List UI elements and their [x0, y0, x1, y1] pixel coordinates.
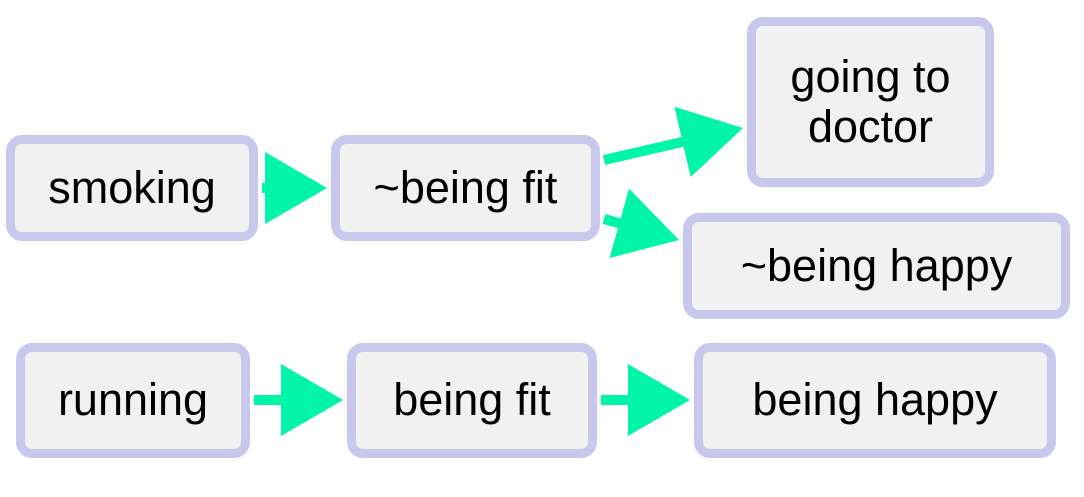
edge-running-to-being-fit [254, 364, 343, 436]
edge-shaft [602, 136, 688, 165]
node-label: ~being happy [740, 239, 1013, 291]
node-being-happy[interactable]: being happy [694, 343, 1056, 458]
node-being-fit[interactable]: being fit [347, 343, 597, 458]
node-smoking[interactable]: smoking [6, 135, 258, 241]
edge-being-fit-to-being-happy [601, 364, 690, 436]
node-running[interactable]: running [16, 343, 250, 458]
node-label: going to doctor [790, 50, 951, 152]
arrowhead-icon [281, 364, 343, 436]
node-label: running [57, 374, 209, 426]
node-label: smoking [48, 161, 216, 213]
node-going-to-doctor[interactable]: going to doctor [747, 17, 994, 187]
node-label: being happy [752, 374, 998, 426]
arrowhead-icon [628, 364, 690, 436]
edge-smoking-to-not-being-fit [262, 152, 327, 224]
node-label: being fit [393, 374, 551, 426]
arrowhead-icon [609, 188, 679, 258]
edge-not-being-fit-to-not-being-happy [602, 188, 679, 258]
node-not-being-happy[interactable]: ~being happy [683, 213, 1070, 319]
arrowhead-icon [674, 106, 743, 177]
node-not-being-fit[interactable]: ~being fit [331, 135, 600, 241]
arrowhead-icon [265, 152, 327, 224]
node-label: ~being fit [373, 161, 558, 213]
edge-not-being-fit-to-going-to-doctor [602, 106, 743, 177]
